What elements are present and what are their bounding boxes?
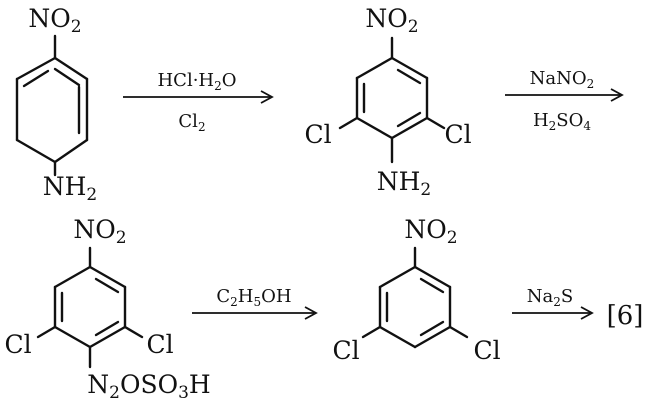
chloro-left-label: Cl [304,120,331,149]
diazonium-sulfate-group-label: N2OSO3H [87,370,210,403]
reaction-arrow-3: C2H5OH [192,286,318,320]
reference-citation: [6] [607,301,644,331]
chloro-left-label: Cl [4,330,31,359]
arrow-2-reagent-below: H2SO4 [533,110,591,133]
compound-4-nitroaniline: NO2 NH2 [15,4,98,205]
benzene-ring [361,246,469,349]
benzene-ring [338,36,446,164]
chloro-left-label: Cl [332,336,359,365]
reaction-arrow-4: Na2S [512,286,594,320]
reaction-arrow-1: HCl·H2O Cl2 [123,70,274,134]
arrow-4-reagent-above: Na2S [527,286,573,309]
nitro-group-label: NO2 [365,4,418,37]
compound-2-6-dichloro-4-nitroaniline: NO2 Cl Cl NH2 [304,4,471,200]
compound-3-5-dichloronitrobenzene: NO2 Cl Cl [332,215,500,365]
arrow-1-reagent-below: Cl2 [178,111,205,134]
amino-group-label: NH2 [43,172,98,205]
compound-diazonium-hydrogen-sulfate: NO2 Cl Cl N2OSO3H [4,215,210,403]
reaction-arrow-2: NaNO2 H2SO4 [505,68,624,133]
nitro-group-label: NO2 [28,4,81,37]
nitro-group-label: NO2 [73,215,126,248]
nitro-group-label: NO2 [404,215,457,248]
chloro-right-label: Cl [146,330,173,359]
chloro-right-label: Cl [444,120,471,149]
arrow-3-reagent-above: C2H5OH [216,286,291,309]
benzene-ring [15,34,89,177]
arrow-2-reagent-above: NaNO2 [530,68,595,91]
benzene-ring [36,246,144,369]
amino-group-label: NH2 [377,167,432,200]
chloro-right-label: Cl [473,336,500,365]
arrow-1-reagent-above: HCl·H2O [157,70,236,93]
